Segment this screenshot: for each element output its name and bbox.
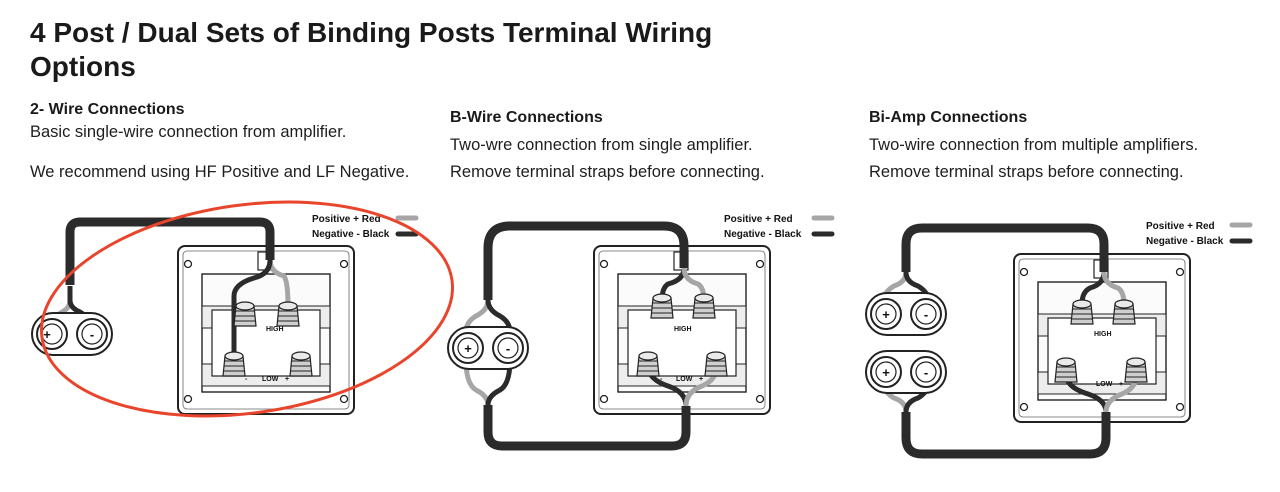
section-biamp-line-2: Remove terminal straps before connecting… xyxy=(869,163,1184,181)
amp-high-minus-label: - xyxy=(924,307,928,322)
legend-negative: Negative - Black xyxy=(1146,236,1224,247)
amp-low-plus-label: + xyxy=(882,365,890,380)
section-2wire-heading: 2- Wire Connections xyxy=(30,101,185,118)
minus-label: - xyxy=(660,376,663,383)
legend-positive: Positive + Red xyxy=(724,214,793,225)
section-biamp-heading: Bi-Amp Connections xyxy=(869,109,1028,126)
legend-negative: Negative - Black xyxy=(724,229,802,240)
amp-high-plus-label: + xyxy=(882,307,890,322)
section-bwire-heading: B-Wire Connections xyxy=(450,109,603,126)
plus-label: + xyxy=(1119,381,1123,388)
amp-minus-label: - xyxy=(506,341,510,356)
section-bwire-line-1: Two-wre connection from single amplifier… xyxy=(450,136,753,154)
amp-minus-label: - xyxy=(90,327,94,342)
section-biamp-line-1: Two-wire connection from multiple amplif… xyxy=(869,136,1199,154)
section-bwire-line-2: Remove terminal straps before connecting… xyxy=(450,163,765,181)
high-label: HIGH xyxy=(266,326,284,333)
page-title: 4 Post / Dual Sets of Binding Posts Term… xyxy=(30,17,713,82)
minus-label: - xyxy=(1080,381,1083,388)
legend-positive: Positive + Red xyxy=(1146,221,1215,232)
diagram-bwire: HIGH - LOW + + - Positive + Red Negative… xyxy=(447,214,835,451)
amp-plus-label: + xyxy=(464,341,472,356)
section-2wire-line-1: Basic single-wire connection from amplif… xyxy=(30,123,347,141)
diagram-2wire: HIGH - LOW + + - Positive + Red Negative… xyxy=(31,200,454,418)
minus-label: - xyxy=(245,376,248,383)
section-2wire-line-2: We recommend using HF Positive and LF Ne… xyxy=(30,163,410,181)
legend-negative: Negative - Black xyxy=(312,229,390,240)
low-label: LOW xyxy=(676,376,693,383)
recommended-highlight-ellipse xyxy=(40,200,454,418)
low-label: LOW xyxy=(1096,381,1113,388)
amp-low-minus-label: - xyxy=(924,365,928,380)
amp-plus-label: + xyxy=(43,327,51,342)
plus-label: + xyxy=(699,376,703,383)
low-label: LOW xyxy=(262,376,279,383)
plus-label: + xyxy=(285,376,289,383)
high-label: HIGH xyxy=(1094,331,1112,338)
diagram-biamp: HIGH - LOW + + - + - Positive + Red Nega… xyxy=(865,221,1253,459)
legend-positive: Positive + Red xyxy=(312,214,381,225)
high-label: HIGH xyxy=(674,326,692,333)
